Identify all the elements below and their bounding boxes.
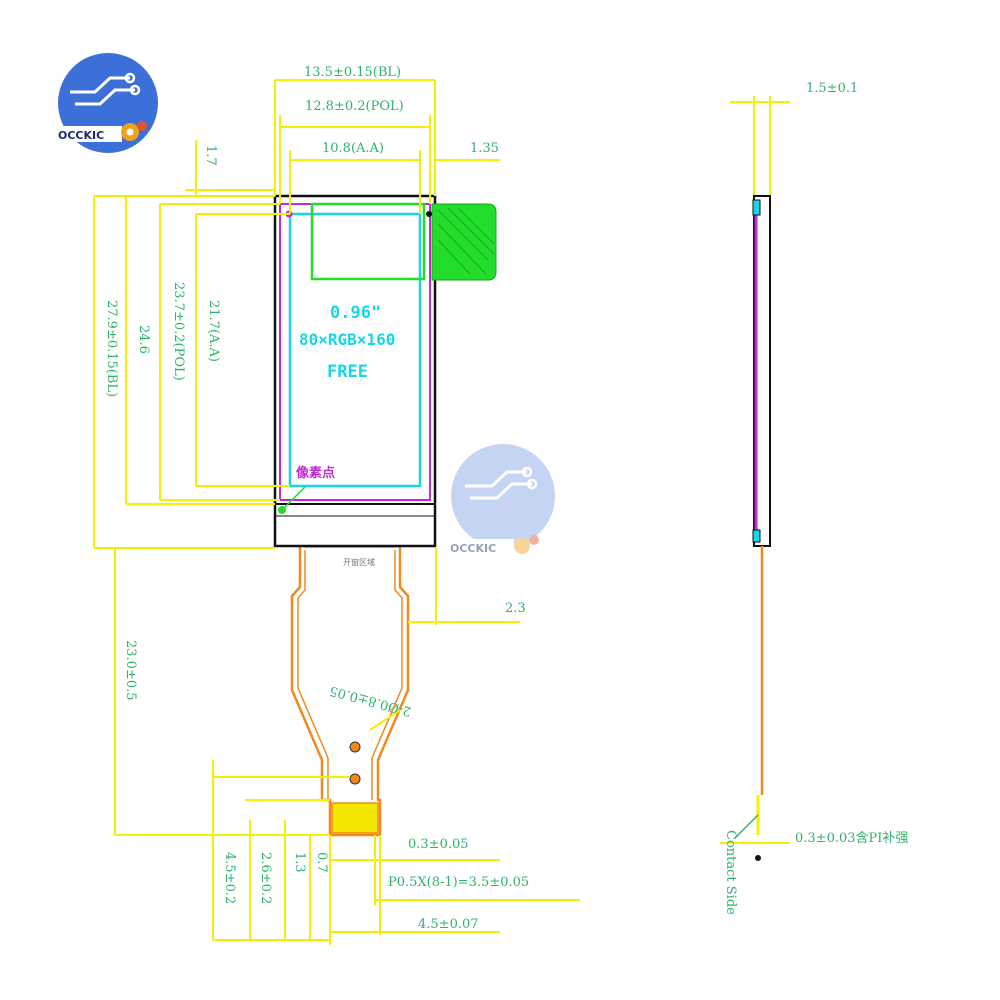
dim-height-bl: 27.9±0.15(BL)	[104, 300, 119, 397]
dim-bottom-26: 2.6±0.2	[258, 852, 273, 904]
side-view	[720, 96, 790, 861]
dim-height-pol: 23.7±0.2(POL)	[171, 282, 186, 381]
screen-mode-label: FREE	[327, 362, 368, 382]
fpc-contacts	[331, 802, 379, 834]
gear-icon	[121, 121, 147, 141]
occkic-logo: OCCKIC	[56, 53, 158, 153]
dim-top-bl: 13.5±0.15(BL)	[304, 65, 401, 80]
pixel-point-label: 像素点	[296, 465, 335, 481]
dim-fpc-length: 23.0±0.5	[123, 640, 138, 701]
watermark-gear-icon	[514, 535, 539, 554]
dim-fpc-23: 2.3	[505, 601, 526, 616]
dimension-lines	[93, 79, 580, 945]
dim-bottom-13: 1.3	[292, 852, 307, 873]
dim-left-17: 1.7	[203, 145, 218, 166]
front-view: 开窗区域 0.96" 80×RGB×160 FREE 像素点	[273, 194, 497, 837]
dim-bottom-45: 4.5±0.2	[222, 852, 237, 904]
dim-side-thickness: 1.5±0.1	[806, 81, 858, 96]
dim-top-aa: 10.8(A.A)	[322, 141, 384, 156]
module-frame	[273, 194, 437, 548]
dim-bottom-07: 0.7	[314, 852, 329, 873]
watermark-logo: OCCKIC	[448, 444, 555, 555]
watermark-text: OCCKIC	[450, 542, 496, 555]
dim-top-pol: 12.8±0.2(POL)	[305, 99, 404, 114]
ic-outline	[310, 202, 426, 281]
dim-fpc-width: 4.5±0.07	[418, 917, 479, 932]
dim-side-pi: 0.3±0.03含PI补强	[795, 830, 908, 846]
screen-resolution-label: 80×RGB×160	[299, 330, 395, 349]
logo-text: OCCKIC	[58, 129, 104, 142]
contact-side-label: Contact Side	[723, 830, 738, 915]
ic-pad	[431, 203, 497, 281]
dim-pitch: P0.5X(8-1)=3.5±0.05	[388, 875, 529, 890]
dim-height-246: 24.6	[136, 325, 151, 354]
dim-pin-width: 0.3±0.05	[408, 837, 469, 852]
dim-right-135: 1.35	[470, 141, 499, 156]
dim-height-aa: 21.7(A.A)	[206, 300, 221, 362]
screen-size-label: 0.96"	[330, 303, 381, 323]
active-area-outline	[288, 212, 422, 488]
dim-hole: 2-Ø0.8±0.05	[328, 682, 413, 718]
window-area-label: 开窗区域	[343, 557, 375, 567]
